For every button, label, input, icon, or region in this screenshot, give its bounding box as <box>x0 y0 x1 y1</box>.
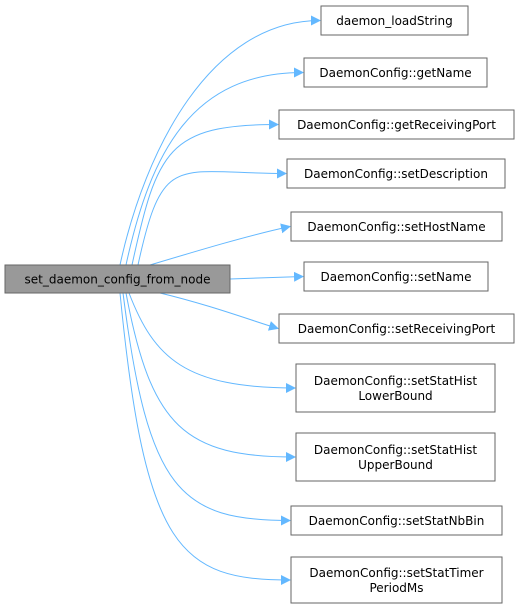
callee-node-box <box>295 432 496 482</box>
callee-node[interactable]: DaemonConfig::getReceivingPort <box>278 109 515 140</box>
callee-node-label: UpperBound <box>358 458 433 472</box>
callee-node[interactable]: DaemonConfig::setReceivingPort <box>278 313 515 344</box>
callee-node-box <box>290 556 503 604</box>
callee-node-box <box>295 363 496 413</box>
callee-node-box <box>286 158 506 189</box>
callee-node-label: LowerBound <box>358 389 432 403</box>
callee-node[interactable]: daemon_loadString <box>320 5 469 36</box>
callee-node[interactable]: DaemonConfig::setStatNbBin <box>290 505 503 536</box>
callee-node-label: DaemonConfig::setStatTimer <box>309 566 483 580</box>
call-edge <box>119 15 321 266</box>
callee-node[interactable]: DaemonConfig::setHostName <box>290 211 503 242</box>
callee-node-label: DaemonConfig::getName <box>319 66 471 80</box>
call-nodes: set_daemon_config_from_node daemon_loadS… <box>4 5 515 604</box>
callee-node[interactable]: DaemonConfig::setDescription <box>286 158 506 189</box>
call-edge <box>229 271 304 282</box>
callee-node-label: DaemonConfig::getReceivingPort <box>297 118 496 132</box>
callee-node-box <box>290 211 503 242</box>
callee-node[interactable]: DaemonConfig::setName <box>303 261 489 292</box>
callee-node[interactable]: DaemonConfig::getName <box>303 57 488 88</box>
call-edge <box>125 67 304 266</box>
callee-node-box <box>303 57 488 88</box>
callee-node-box <box>320 5 469 36</box>
call-edge <box>122 292 291 526</box>
callee-node-label: DaemonConfig::setHostName <box>307 220 485 234</box>
callee-node-box <box>303 261 489 292</box>
callee-node-label: DaemonConfig::setStatHist <box>314 443 478 457</box>
callee-node-label: daemon_loadString <box>336 14 452 28</box>
call-edge <box>128 292 296 393</box>
call-edge <box>149 223 291 266</box>
callee-node-label: DaemonConfig::setReceivingPort <box>298 322 496 336</box>
source-node[interactable]: set_daemon_config_from_node <box>4 264 231 294</box>
call-edges <box>119 15 321 585</box>
callee-node-label: DaemonConfig::setStatHist <box>314 374 478 388</box>
callee-node-label: DaemonConfig::setName <box>321 270 472 284</box>
callee-node-label: DaemonConfig::setStatNbBin <box>309 514 485 528</box>
callee-node-label: DaemonConfig::setDescription <box>304 167 488 181</box>
call-edge <box>137 168 287 266</box>
call-edge <box>159 292 279 331</box>
call-edge <box>131 119 279 266</box>
call-edge <box>125 292 296 462</box>
callee-node-label: PeriodMs <box>369 581 423 595</box>
source-node-label: set_daemon_config_from_node <box>25 273 211 287</box>
callee-node-box <box>278 313 515 344</box>
call-edge <box>119 292 291 585</box>
callee-node-box <box>278 109 515 140</box>
callee-node-box <box>290 505 503 536</box>
